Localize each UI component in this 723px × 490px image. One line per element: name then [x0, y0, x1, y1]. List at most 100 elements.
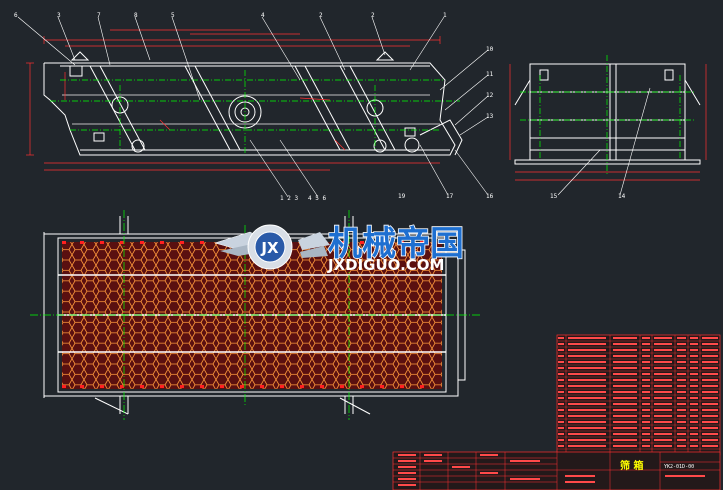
parts-list-entry-mark: [690, 403, 698, 405]
front-view-callouts: 6 3 7 8 5 4 2 2 1 10 11 12 13 1 2 3 4 5 …: [14, 12, 626, 202]
watermark: JX 机械帝国 JXDIGUO.COM: [214, 223, 465, 274]
parts-list-entry-mark: [702, 421, 718, 423]
callout-7: 7: [97, 12, 101, 19]
parts-list-entry-mark: [690, 415, 698, 417]
front-view-centerlines: [50, 70, 460, 155]
parts-list-entry-mark: [642, 355, 650, 357]
parts-list-entry-mark: [613, 385, 637, 387]
callout-10: 10: [486, 46, 494, 53]
watermark-text-cn: 机械帝国: [328, 224, 464, 264]
callout-11: 11: [486, 71, 494, 78]
parts-list-entry-mark: [642, 373, 650, 375]
parts-list-entry-mark: [613, 427, 637, 429]
parts-list-entry-mark: [558, 355, 564, 357]
parts-list-entry-mark: [568, 355, 606, 357]
parts-list-entry-mark: [568, 403, 606, 405]
parts-list-entry-mark: [613, 421, 637, 423]
parts-list-entry-mark: [690, 421, 698, 423]
parts-list-entry-mark: [654, 409, 672, 411]
parts-list-entry-mark: [568, 385, 606, 387]
side-view-leaders: [557, 87, 651, 196]
parts-list-entry-mark: [613, 373, 637, 375]
parts-list-entry-mark: [558, 415, 564, 417]
parts-list-entry-mark: [690, 361, 698, 363]
parts-list-entry-mark: [558, 361, 564, 363]
callout-14: 14: [618, 193, 626, 200]
parts-list-entry-mark: [702, 403, 718, 405]
parts-list-entry-mark: [677, 373, 686, 375]
parts-list-entry-mark: [677, 349, 686, 351]
parts-list-entry-mark: [654, 385, 672, 387]
callout-3: 3: [57, 12, 61, 19]
parts-list-entry-mark: [568, 433, 606, 435]
parts-list-entry-mark: [677, 355, 686, 357]
title-block-code: YK2-01D-00: [664, 464, 694, 470]
parts-list-entry-mark: [702, 385, 718, 387]
parts-list-entry-mark: [613, 433, 637, 435]
side-view-dimensions: [509, 64, 707, 181]
parts-list-entry-mark: [613, 343, 637, 345]
parts-list-entry-mark: [690, 373, 698, 375]
parts-list-entry-mark: [642, 361, 650, 363]
parts-list-entry-mark: [642, 391, 650, 393]
parts-list-entry-mark: [677, 445, 686, 447]
callout-15: 15: [550, 193, 558, 200]
callout-456: 4 5 6: [308, 195, 326, 202]
parts-list-entry-mark: [613, 337, 637, 339]
parts-list-entry-mark: [568, 361, 606, 363]
parts-list-entry-mark: [613, 367, 637, 369]
parts-list-entry-mark: [642, 445, 650, 447]
parts-list-entry-mark: [654, 349, 672, 351]
parts-list-entry-mark: [690, 427, 698, 429]
parts-list-entry-mark: [654, 337, 672, 339]
parts-list-entry-mark: [558, 421, 564, 423]
parts-list-entry-mark: [654, 379, 672, 381]
parts-list-entry-mark: [558, 433, 564, 435]
parts-list-entry-mark: [654, 397, 672, 399]
parts-list-entry-mark: [690, 445, 698, 447]
parts-list-entry-mark: [558, 379, 564, 381]
parts-list-entry-mark: [568, 415, 606, 417]
parts-list-entry-mark: [690, 385, 698, 387]
title-block-title: 筛 箱: [620, 459, 643, 472]
parts-list-entry-mark: [568, 349, 606, 351]
parts-list-entry-mark: [690, 439, 698, 441]
parts-list-entry-mark: [642, 397, 650, 399]
callout-8: 8: [134, 12, 138, 19]
parts-list-entry-mark: [568, 391, 606, 393]
parts-list-entry-mark: [654, 355, 672, 357]
parts-list-entry-mark: [677, 427, 686, 429]
callout-16: 16: [486, 193, 494, 200]
callout-4: 4: [261, 12, 265, 19]
parts-list-entry-mark: [613, 391, 637, 393]
parts-list-entry-mark: [702, 397, 718, 399]
parts-list-entry-mark: [642, 433, 650, 435]
parts-list-entry-mark: [702, 361, 718, 363]
parts-list-entry-mark: [642, 349, 650, 351]
callout-2b: 2: [371, 12, 375, 19]
parts-list-entry-mark: [642, 409, 650, 411]
plan-view: [30, 210, 480, 420]
parts-list-entry-mark: [702, 349, 718, 351]
parts-list-entry-mark: [677, 385, 686, 387]
parts-list-entry-mark: [677, 433, 686, 435]
parts-list-entry-mark: [654, 439, 672, 441]
parts-list-entry-mark: [613, 415, 637, 417]
parts-list-entry-mark: [690, 355, 698, 357]
parts-list-entry-mark: [702, 337, 718, 339]
parts-list-entry-mark: [642, 343, 650, 345]
parts-list-entry-mark: [677, 379, 686, 381]
parts-list-entry-mark: [654, 403, 672, 405]
parts-list-entry-mark: [558, 391, 564, 393]
parts-list-entry-mark: [558, 427, 564, 429]
parts-list-entry-mark: [702, 415, 718, 417]
parts-list-entry-mark: [568, 397, 606, 399]
parts-list-entry-mark: [702, 373, 718, 375]
parts-list-entry-mark: [642, 415, 650, 417]
parts-list-entry-mark: [613, 349, 637, 351]
front-view-dimensions: [26, 29, 441, 171]
parts-list-entry-mark: [654, 391, 672, 393]
parts-list-entry-mark: [613, 355, 637, 357]
parts-list-entry-mark: [558, 367, 564, 369]
